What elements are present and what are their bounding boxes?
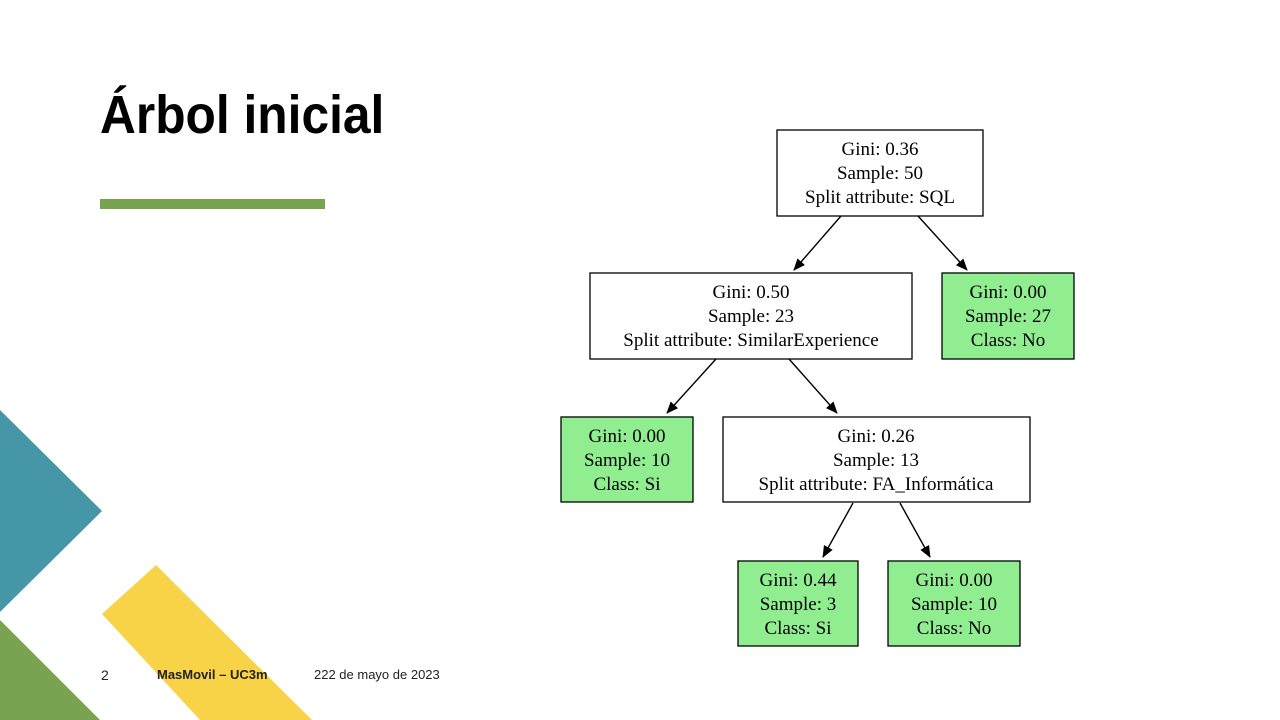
edge-root-n1 — [793, 215, 842, 271]
node-n6-sample: Sample: 10 — [911, 594, 997, 615]
node-n5-class: Class: Si — [764, 618, 831, 639]
node-n2-gini: Gini: 0.00 — [969, 282, 1046, 303]
title-underline — [100, 199, 325, 209]
node-n3-gini: Gini: 0.00 — [588, 426, 665, 447]
node-n1-gini: Gini: 0.50 — [712, 282, 789, 303]
node-n3-class: Class: Si — [593, 474, 660, 495]
node-n6-class: Class: No — [917, 618, 991, 639]
tree-leaf-informatica-no: Gini: 0.00 Sample: 10 Class: No — [887, 560, 1021, 647]
tree-node-fa-informatica: Gini: 0.26 Sample: 13 Split attribute: F… — [722, 416, 1031, 503]
node-n6-gini: Gini: 0.00 — [915, 570, 992, 591]
edge-n1-n4 — [788, 358, 838, 414]
footer-date: 222 de mayo de 2023 — [314, 667, 440, 682]
node-n4-sample: Sample: 13 — [833, 450, 919, 471]
tree-node-similar-experience: Gini: 0.50 Sample: 23 Split attribute: S… — [589, 272, 913, 360]
node-n1-sample: Sample: 23 — [708, 306, 794, 327]
tree-leaf-sql-no: Gini: 0.00 Sample: 27 Class: No — [941, 272, 1075, 360]
green-triangle — [0, 620, 100, 720]
node-n1-split: Split attribute: SimilarExperience — [623, 330, 878, 351]
slide-number: 2 — [101, 667, 109, 683]
node-n3-sample: Sample: 10 — [584, 450, 670, 471]
node-n2-class: Class: No — [971, 330, 1045, 351]
node-root-sample: Sample: 50 — [837, 163, 923, 184]
node-n4-gini: Gini: 0.26 — [837, 426, 914, 447]
node-n5-sample: Sample: 3 — [760, 594, 837, 615]
footer-organization: MasMovil – UC3m — [157, 667, 268, 682]
node-root-split: Split attribute: SQL — [805, 187, 955, 208]
edge-n1-n3 — [666, 358, 717, 414]
tree-leaf-experience-si: Gini: 0.00 Sample: 10 Class: Si — [560, 416, 694, 503]
edge-n4-n5 — [822, 502, 854, 558]
node-root-gini: Gini: 0.36 — [841, 139, 918, 160]
tree-edges — [666, 215, 968, 558]
node-n2-sample: Sample: 27 — [965, 306, 1051, 327]
teal-triangle — [0, 410, 102, 612]
tree-node-root: Gini: 0.36 Sample: 50 Split attribute: S… — [776, 129, 984, 217]
yellow-stripe — [102, 565, 312, 720]
node-n4-split: Split attribute: FA_Informática — [759, 474, 995, 495]
edge-n4-n6 — [899, 502, 931, 558]
tree-leaf-informatica-si: Gini: 0.44 Sample: 3 Class: Si — [737, 560, 859, 647]
slide-title: Árbol inicial — [100, 85, 385, 145]
edge-root-n2 — [917, 215, 968, 271]
node-n5-gini: Gini: 0.44 — [759, 570, 837, 591]
